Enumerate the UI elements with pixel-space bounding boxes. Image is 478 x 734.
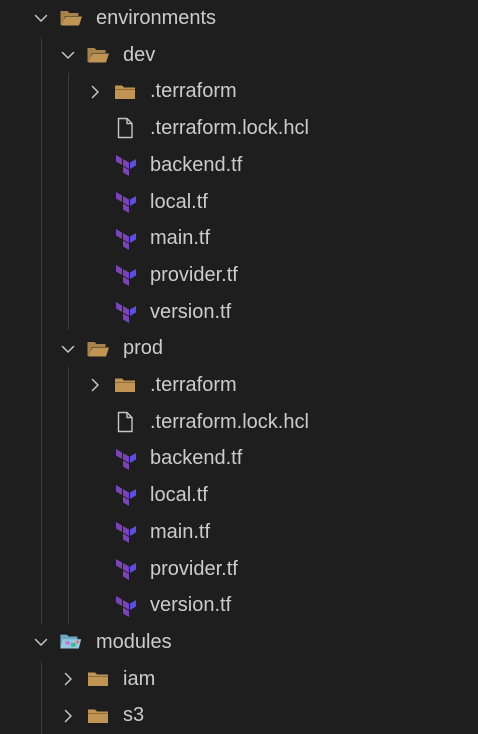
folder-icon (86, 697, 110, 734)
folder-icon (86, 661, 110, 698)
file-icon (113, 110, 137, 147)
tree-item-terraform[interactable]: .terraform (0, 367, 478, 404)
terraform-icon (113, 220, 137, 257)
tree-item-label: .terraform (150, 374, 237, 396)
tree-item-main-tf[interactable]: main.tf (0, 514, 478, 551)
tree-item-label: version.tf (150, 300, 232, 323)
tree-item-label: backend.tf (150, 153, 243, 176)
terraform-icon (113, 147, 137, 184)
chevron-down-icon[interactable] (60, 37, 76, 74)
modules-folder-icon (59, 624, 83, 661)
indent-guide (68, 73, 69, 331)
chevron-right-icon[interactable] (60, 697, 76, 734)
tree-item-label: s3 (123, 704, 145, 727)
terraform-icon (113, 477, 137, 514)
tree-item-label: environments (96, 7, 217, 29)
terraform-icon (113, 294, 137, 331)
terraform-icon (113, 184, 137, 221)
tree-item-backend-tf[interactable]: backend.tf (0, 147, 478, 184)
tree-item-terraform[interactable]: .terraform (0, 73, 478, 110)
chevron-down-icon[interactable] (33, 624, 49, 661)
tree-item-label: backend.tf (150, 447, 243, 470)
tree-item-label: version.tf (150, 594, 232, 617)
terraform-icon (113, 440, 137, 477)
tree-item-label: main.tf (150, 227, 211, 250)
indent-guide (41, 36, 42, 624)
tree-item-terraform-lock-hcl[interactable]: .terraform.lock.hcl (0, 404, 478, 441)
tree-item-environments[interactable]: environments (0, 0, 478, 37)
tree-item-label: iam (123, 667, 156, 690)
folder-open-icon (59, 0, 83, 37)
tree-item-local-tf[interactable]: local.tf (0, 477, 478, 514)
tree-item-local-tf[interactable]: local.tf (0, 184, 478, 221)
tree-item-modules[interactable]: modules (0, 624, 478, 661)
chevron-down-icon[interactable] (60, 330, 76, 367)
terraform-icon (113, 551, 137, 588)
tree-item-main-tf[interactable]: main.tf (0, 220, 478, 257)
folder-open-icon (86, 37, 110, 74)
terraform-icon (113, 257, 137, 294)
tree-item-label: .terraform.lock.hcl (150, 117, 309, 140)
terraform-icon (113, 514, 137, 551)
indent-guide (68, 367, 69, 624)
tree-item-version-tf[interactable]: version.tf (0, 587, 478, 624)
tree-item-dev[interactable]: dev (0, 37, 478, 74)
file-icon (113, 404, 137, 441)
tree-item-provider-tf[interactable]: provider.tf (0, 551, 478, 588)
indent-guide (41, 660, 42, 734)
chevron-right-icon[interactable] (60, 661, 76, 698)
chevron-right-icon[interactable] (87, 73, 103, 110)
tree-item-backend-tf[interactable]: backend.tf (0, 440, 478, 477)
tree-item-s3[interactable]: s3 (0, 697, 478, 734)
tree-item-label: local.tf (150, 190, 208, 213)
tree-item-terraform-lock-hcl[interactable]: .terraform.lock.hcl (0, 110, 478, 147)
folder-open-icon (86, 330, 110, 367)
folder-icon (113, 73, 137, 110)
tree-item-label: provider.tf (150, 263, 238, 286)
tree-item-version-tf[interactable]: version.tf (0, 294, 478, 331)
tree-item-label: dev (123, 43, 156, 66)
tree-item-provider-tf[interactable]: provider.tf (0, 257, 478, 294)
folder-icon (113, 367, 137, 404)
chevron-down-icon[interactable] (33, 0, 49, 37)
tree-item-prod[interactable]: prod (0, 330, 478, 367)
tree-item-label: main.tf (150, 520, 211, 543)
tree-item-label: provider.tf (150, 557, 238, 580)
tree-item-label: .terraform.lock.hcl (150, 410, 309, 433)
terraform-icon (113, 587, 137, 624)
tree-item-iam[interactable]: iam (0, 661, 478, 698)
tree-item-label: local.tf (150, 484, 208, 507)
tree-item-label: modules (96, 630, 172, 653)
tree-item-label: prod (123, 337, 164, 360)
chevron-right-icon[interactable] (87, 367, 103, 404)
tree-item-label: .terraform (150, 80, 237, 103)
